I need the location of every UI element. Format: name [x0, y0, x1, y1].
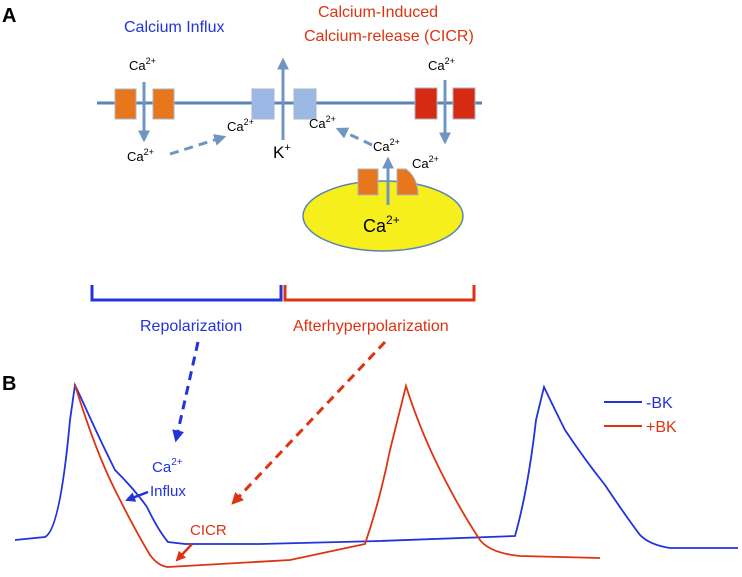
calcium-channel-left-subunit	[114, 88, 137, 120]
store-channel-left-subunit	[357, 168, 379, 196]
repolarization-to-trace-arrow	[172, 341, 200, 443]
ca-label-store-release: Ca2+	[373, 137, 400, 154]
legend: -BK +BK	[604, 395, 677, 436]
ca-label-red-channel-top: Ca2+	[428, 56, 455, 73]
cicr-title-line1: Calcium-Induced	[318, 4, 438, 21]
influx-word-label: Influx	[150, 483, 186, 500]
ca-label-bk-right: Ca2+	[309, 114, 336, 131]
repolarization-bracket	[90, 285, 283, 302]
cicr-title-line2: Calcium-release (CICR)	[304, 28, 474, 45]
trace-plus-bk	[74, 382, 601, 568]
cicr-label: CICR	[190, 522, 227, 539]
ahp-to-trace-arrow	[231, 340, 387, 505]
store-channel-right-subunit	[396, 168, 419, 196]
panel-a-letter: A	[2, 5, 16, 27]
ca-label-outside: Ca2+	[129, 56, 156, 73]
bk-channel-left-subunit	[251, 88, 275, 120]
bk-channel-right-subunit	[293, 88, 317, 120]
ca-to-bk-dashed-arrow-left	[169, 134, 227, 156]
red-channel-left-subunit	[414, 87, 438, 120]
panel-b-letter: B	[2, 373, 16, 395]
afterhyperpolarization-bracket	[283, 285, 476, 302]
trace-minus-bk	[14, 381, 738, 549]
cicr-to-bk-dashed-arrow	[335, 127, 373, 147]
ca-influx-label: Ca2+	[152, 457, 183, 476]
influx-pointer-arrow	[125, 490, 149, 502]
calcium-influx-title: Calcium Influx	[124, 19, 224, 36]
repolarization-label: Repolarization	[140, 318, 242, 335]
legend-label-minus-bk: -BK	[646, 395, 673, 412]
red-channel-right-subunit	[452, 87, 476, 120]
afterhyperpolarization-label: Afterhyperpolarization	[293, 318, 449, 335]
ca-label-bk-left: Ca2+	[227, 117, 254, 134]
legend-label-plus-bk: +BK	[646, 419, 677, 436]
calcium-channel-right-subunit	[152, 88, 175, 120]
ca-label-inside: Ca2+	[127, 147, 154, 164]
store-calcium-label: Ca2+	[363, 213, 400, 236]
ca-label-red-channel-bottom: Ca2+	[412, 154, 439, 171]
cicr-pointer-arrow	[175, 543, 193, 562]
potassium-label: K+	[273, 142, 291, 162]
calcium-store	[302, 180, 464, 252]
